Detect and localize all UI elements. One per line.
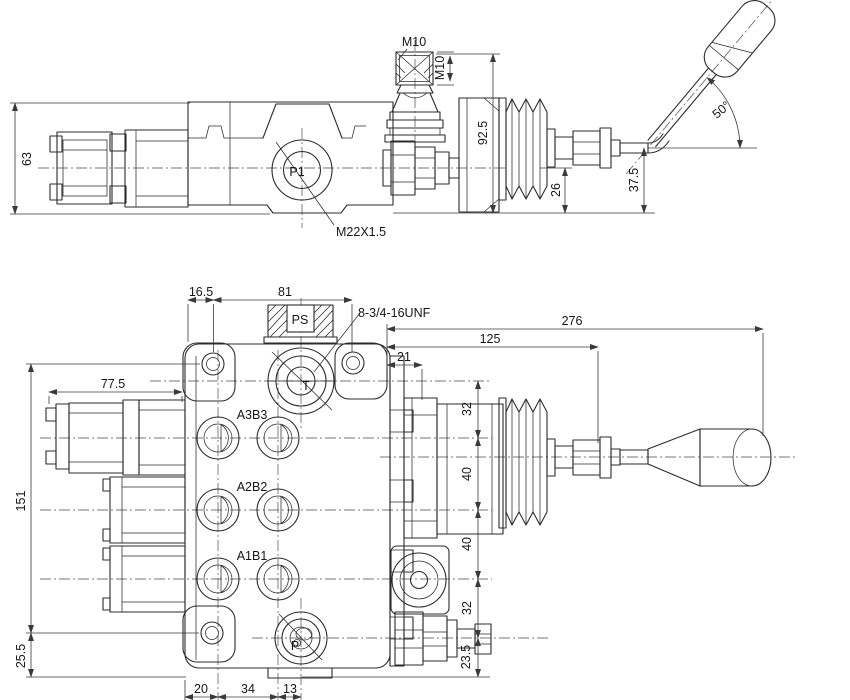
port-a1 xyxy=(196,557,240,601)
fitting-row1 xyxy=(102,545,186,613)
dim-81: 81 xyxy=(278,285,292,299)
dim-13: 13 xyxy=(283,682,297,696)
dim-16-5: 16.5 xyxy=(189,285,213,299)
side-bellows xyxy=(498,97,548,201)
plan-bellows xyxy=(498,397,548,529)
label-ps: PS xyxy=(292,313,309,327)
label-m22x1-5: M22X1.5 xyxy=(336,225,386,239)
dim-20: 20 xyxy=(194,682,208,696)
bottom-right-fitting xyxy=(394,611,492,666)
port-a3 xyxy=(196,416,240,460)
label-unf-thread: 8-3/4-16UNF xyxy=(358,306,431,320)
fitting-row3 xyxy=(45,399,186,476)
lever-knob xyxy=(703,0,776,78)
dim-21: 21 xyxy=(397,350,411,364)
dim-row-40b: 40 xyxy=(460,537,474,551)
dim-row-23-5: 23.5 xyxy=(459,645,473,669)
dim-row-40a: 40 xyxy=(460,467,474,481)
dim-25-5: 25.5 xyxy=(14,644,28,668)
side-valve-body xyxy=(187,101,394,226)
dim-92-5: 92.5 xyxy=(476,121,490,145)
p1-leader-line xyxy=(275,141,335,226)
label-m10-side: M10 xyxy=(433,56,447,80)
fitting-row2 xyxy=(102,476,186,544)
side-end-cap xyxy=(49,129,189,208)
lever-rotated xyxy=(625,0,777,175)
label-m10-top: M10 xyxy=(402,35,426,49)
dim-151: 151 xyxy=(14,491,28,512)
label-t: T xyxy=(302,379,310,393)
label-a3b3: A3B3 xyxy=(237,408,268,422)
dim-row-32b: 32 xyxy=(460,601,474,615)
p-port: P xyxy=(274,611,328,665)
p1-port-circle xyxy=(271,139,333,201)
port-b1 xyxy=(256,557,300,601)
mount-hole-top-left xyxy=(201,352,225,376)
label-a2b2: A2B2 xyxy=(237,480,268,494)
body-foot xyxy=(267,667,333,679)
side-dimensions: 63 92.5 26 37.5 50° M10 M10 P1 M22X1.5 xyxy=(10,35,757,239)
port-a2 xyxy=(196,488,240,532)
plan-view: PS T xyxy=(14,285,795,700)
plan-centerlines xyxy=(40,298,795,700)
side-view: 63 92.5 26 37.5 50° M10 M10 P1 M22X1.5 xyxy=(10,0,777,239)
left-fittings xyxy=(45,399,186,613)
dim-63: 63 xyxy=(20,152,34,166)
work-ports: A3B3 A2B2 A1B1 xyxy=(196,408,300,601)
plan-lever-knob xyxy=(699,428,772,487)
label-a1b1: A1B1 xyxy=(237,549,268,563)
dim-125: 125 xyxy=(480,332,501,346)
dim-276: 276 xyxy=(562,314,583,328)
dim-77-5: 77.5 xyxy=(101,377,125,391)
lever-joint-column xyxy=(384,51,446,143)
port-b2 xyxy=(256,488,300,532)
mount-hole-top-right xyxy=(341,351,365,375)
dim-row-32a: 32 xyxy=(460,402,474,416)
spool-cylinder xyxy=(436,403,504,535)
mount-hole-bottom xyxy=(200,621,224,645)
dim-26: 26 xyxy=(549,183,563,197)
t-port: T xyxy=(267,347,335,415)
label-p: P xyxy=(291,639,299,653)
dim-37-5: 37.5 xyxy=(627,168,641,192)
port-b3 xyxy=(256,416,300,460)
label-p1: P1 xyxy=(289,165,304,179)
relief-valve xyxy=(390,545,450,615)
plan-dimensions: 16.5 81 8-3/4-16UNF 276 125 21 77.5 151 … xyxy=(14,285,764,700)
lever-axis-centerline xyxy=(625,0,777,175)
ps-port-block: PS xyxy=(263,304,338,344)
dim-34: 34 xyxy=(241,682,255,696)
plan-actuator xyxy=(389,355,772,667)
